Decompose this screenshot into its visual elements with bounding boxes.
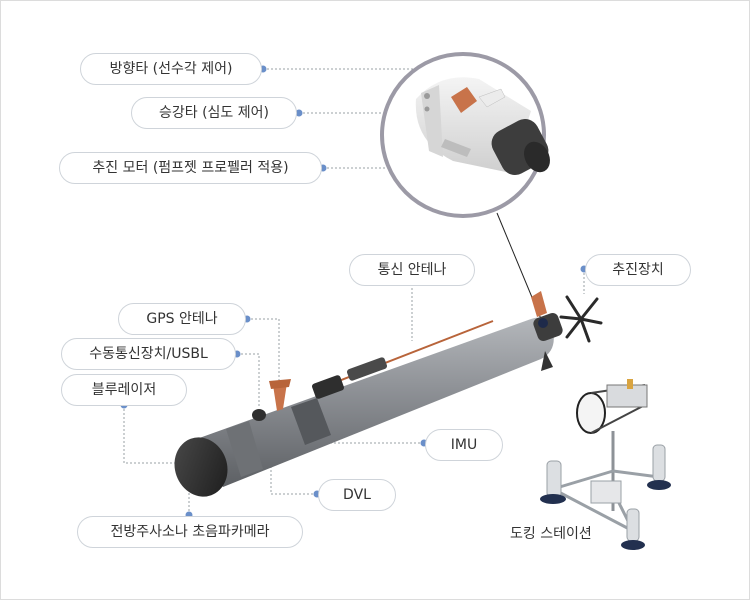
label-acoustic-usbl: 수동통신장치/USBL xyxy=(61,338,236,370)
leader-laser xyxy=(123,405,184,464)
label-yaw-rudder: 방향타 (선수각 제어) xyxy=(80,53,262,85)
label-comm-antenna: 통신 안테나 xyxy=(349,254,475,286)
auv-vehicle xyxy=(174,291,603,497)
label-imu: IMU xyxy=(425,429,503,461)
zoom-inset xyxy=(380,52,550,218)
nose-cap xyxy=(174,437,228,497)
label-propulsion: 추진장치 xyxy=(585,254,691,286)
leader-dvl xyxy=(270,461,317,495)
propeller xyxy=(559,295,603,343)
leader-gps xyxy=(247,318,280,381)
gps-mast xyxy=(273,383,287,411)
label-pitch-rudder: 승강타 (심도 제어) xyxy=(131,97,297,129)
label-docking-station: 도킹 스테이션 xyxy=(510,526,592,542)
label-gps-antenna: GPS 안테나 xyxy=(118,303,246,335)
label-thrust-motor: 추진 모터 (펌프젯 프로펠러 적용) xyxy=(59,152,322,184)
leader-usbl xyxy=(237,353,260,407)
label-forward-sonar: 전방주사소나 초음파카메라 xyxy=(77,516,303,548)
label-blue-laser: 블루레이저 xyxy=(61,374,187,406)
inset-fin-top xyxy=(451,87,477,113)
docking-station xyxy=(540,379,671,550)
label-dvl: DVL xyxy=(318,479,396,511)
